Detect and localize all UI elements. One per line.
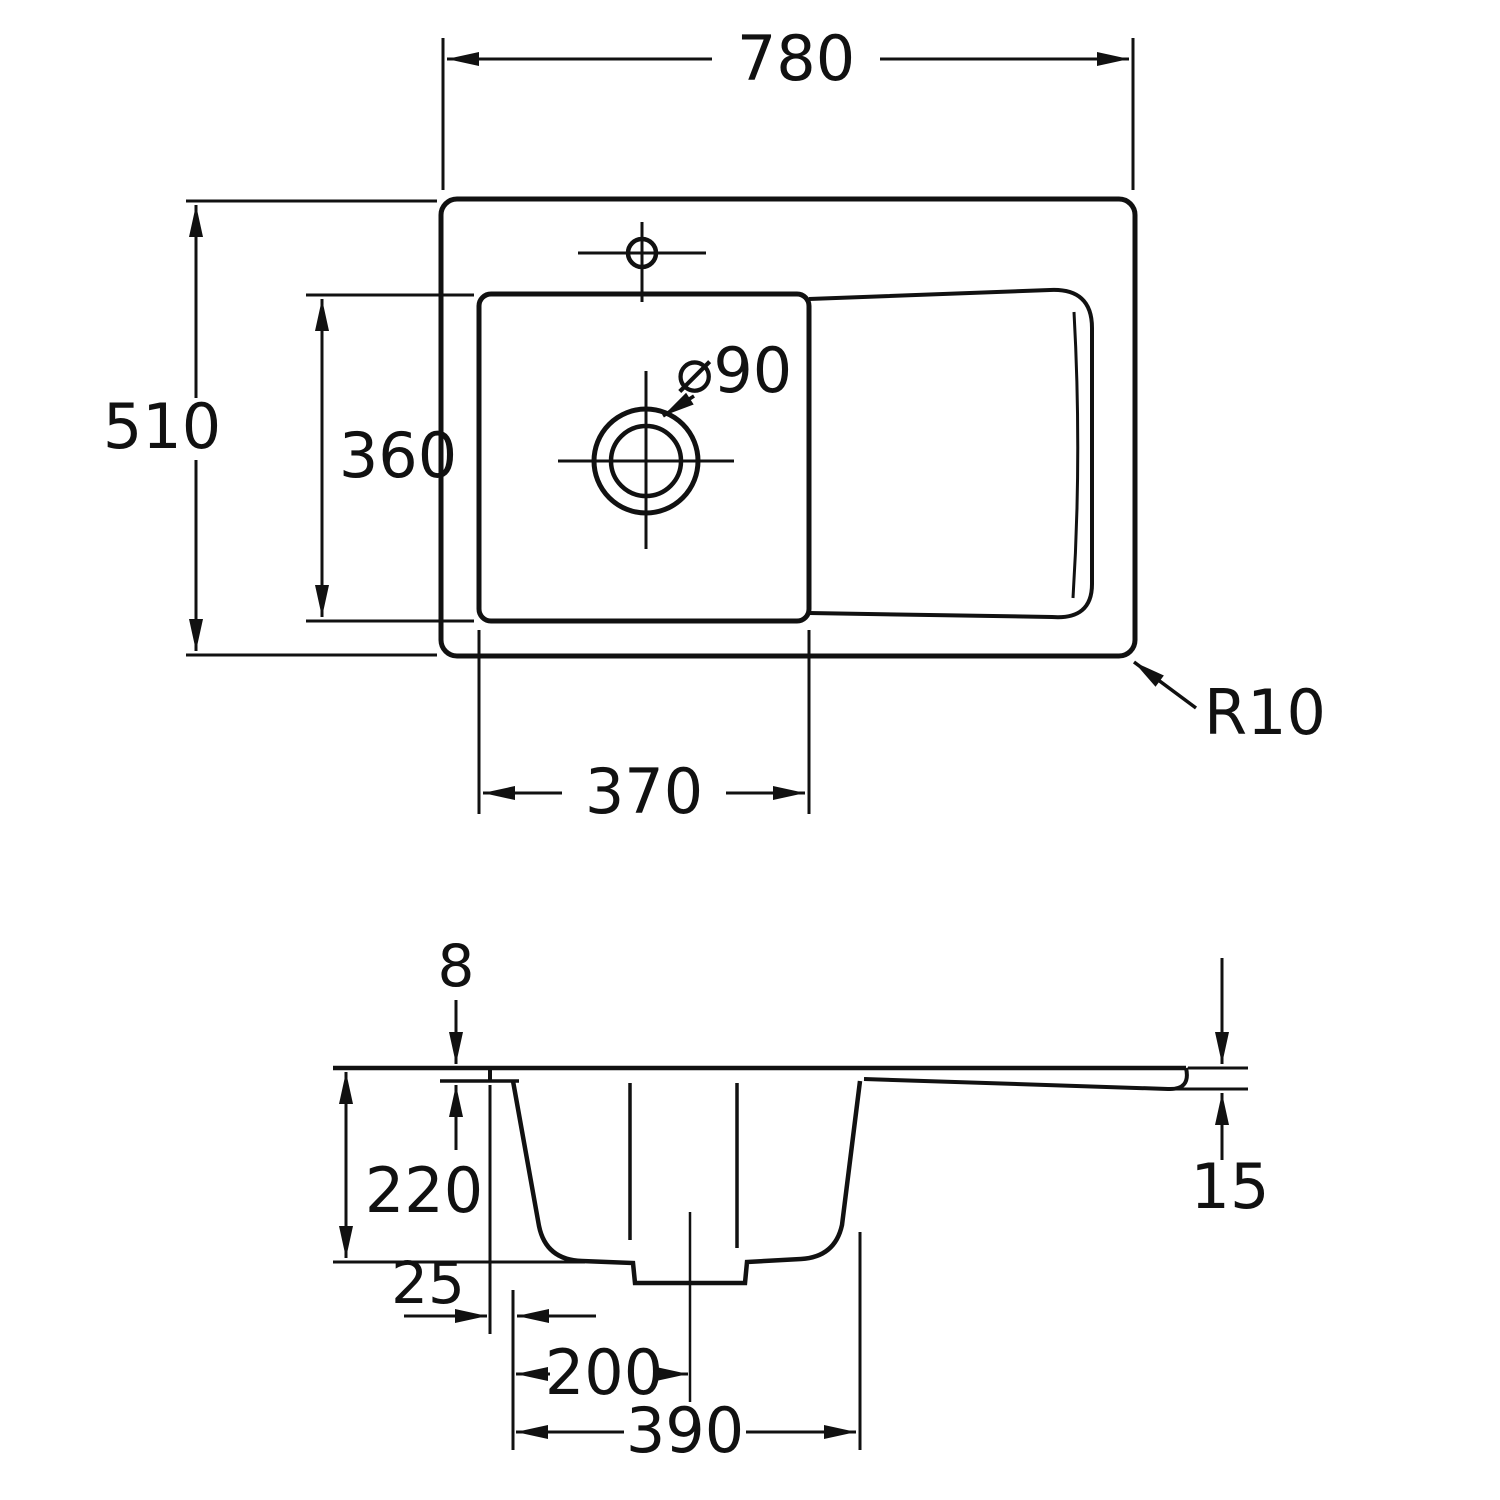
dimension-bowl-width: 370: [477, 630, 811, 828]
dim-25-label: 25: [391, 1249, 465, 1317]
section-view: 8 220 15 25: [333, 932, 1269, 1467]
top-view: ⌀90 780 510 360: [103, 22, 1326, 828]
sink-outline: [438, 196, 1138, 659]
section-bowl-profile: [510, 1080, 863, 1286]
drainboard-slope-line: [1071, 311, 1080, 599]
drain-diameter-leader: [662, 392, 695, 418]
dimension-bowl-outer-width: 390: [516, 1232, 862, 1467]
dimension-rim-thickness: 8: [438, 932, 475, 1150]
dim-8-label: 8: [438, 932, 475, 1000]
drain-diameter-label: ⌀90: [676, 334, 792, 407]
section-drainboard-underside: [863, 1067, 1189, 1092]
dimension-bowl-depth: 360: [306, 293, 474, 623]
dim-780-label: 780: [737, 22, 855, 95]
dim-15-label: 15: [1191, 1150, 1270, 1223]
dim-360-label: 360: [339, 419, 457, 492]
dimension-edge-to-bowl: 25: [391, 1085, 596, 1450]
sink-bowl: [476, 291, 812, 624]
dimension-corner-radius: R10: [1132, 660, 1326, 749]
dimension-bowl-height: 220: [333, 1072, 585, 1264]
dim-370-label: 370: [585, 755, 703, 828]
drainboard-outline: [808, 287, 1094, 620]
dim-510-label: 510: [103, 390, 221, 463]
dimension-bowl-to-drain: 200: [516, 1336, 688, 1409]
dim-200-label: 200: [545, 1336, 663, 1409]
dim-r10-label: R10: [1204, 676, 1326, 749]
dim-220-label: 220: [365, 1154, 483, 1227]
dimension-overall-width: 780: [441, 22, 1135, 190]
dim-390-label: 390: [626, 1394, 744, 1467]
dimension-overall-depth: 510: [103, 199, 437, 657]
dimension-edge-height: 15: [1176, 958, 1269, 1223]
dim-r10-leader: [1132, 660, 1198, 710]
